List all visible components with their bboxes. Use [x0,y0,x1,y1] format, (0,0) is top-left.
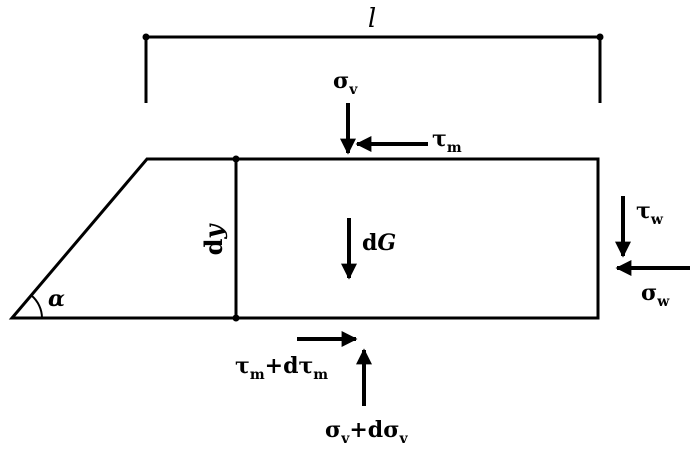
slice-dot-top [232,155,240,163]
angle-arc [30,294,43,319]
sigma-bottom-label: σv+dσv [325,417,408,447]
length-dimension: l [142,4,604,103]
sigma-v-label: σv [333,68,358,98]
slope-outline [8,157,600,320]
alpha-label: α [48,286,65,312]
dimension-dot-right [596,33,604,41]
length-label: l [368,4,376,34]
dy-label: dy [199,223,228,256]
tau-w-label: τw [636,198,664,228]
sigma-w-label: σw [641,280,670,310]
tau-m-label: τm [432,126,462,156]
dG-label: dG [362,230,396,256]
slice-dot-bottom [232,314,240,322]
dimension-dot-left [142,33,150,41]
tau-bottom-label: τm+dτm [235,353,328,383]
